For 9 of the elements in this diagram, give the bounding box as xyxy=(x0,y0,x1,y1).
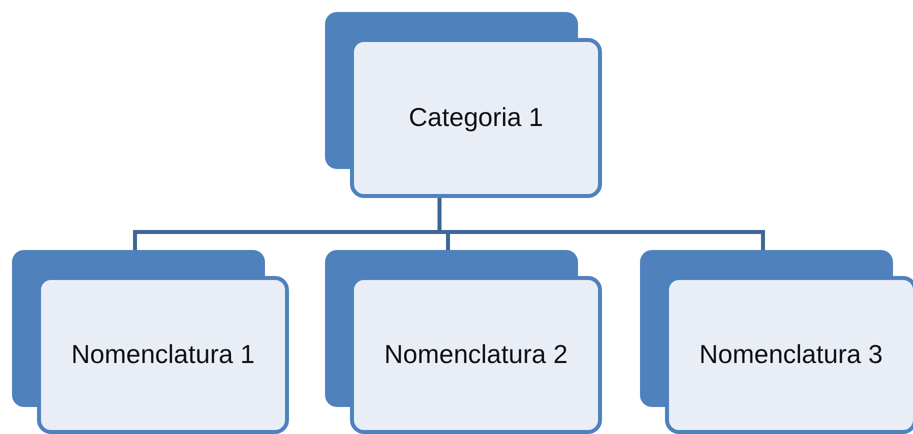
node-label: Nomenclatura 3 xyxy=(699,338,883,372)
stacked-card xyxy=(325,250,602,434)
stacked-card xyxy=(325,12,602,198)
node-label: Nomenclatura 1 xyxy=(71,338,255,372)
node-label: Categoria 1 xyxy=(408,101,544,134)
stacked-card xyxy=(640,250,913,434)
stacked-card xyxy=(12,250,289,434)
connector-line xyxy=(438,197,765,250)
node-label: Nomenclatura 2 xyxy=(384,338,568,372)
